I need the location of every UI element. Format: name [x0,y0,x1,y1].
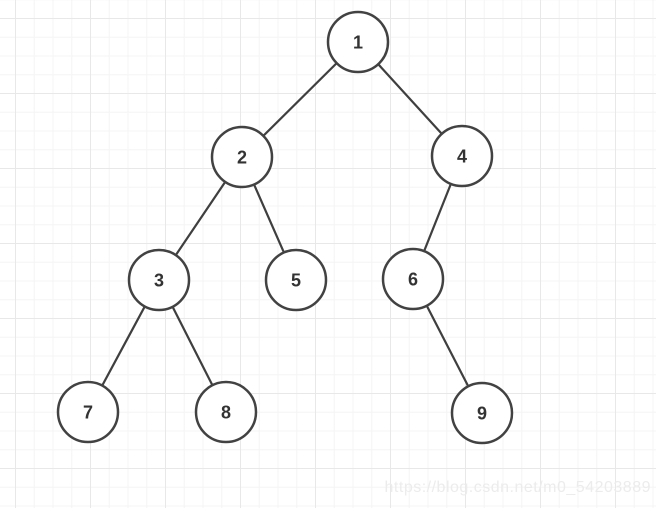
node-circle-2[interactable] [210,125,274,189]
edges-layer [86,40,484,415]
node-label-7: 7 [83,403,93,423]
node-label-9: 9 [477,404,487,424]
node-circle-9[interactable] [450,381,514,445]
node-circle-5[interactable] [264,248,328,312]
node-label-6: 6 [408,270,418,290]
tree-node-4[interactable]: 4 [430,124,494,188]
node-circle-8[interactable] [194,380,258,444]
tree-node-1[interactable]: 1 [326,10,390,74]
node-label-2: 2 [237,148,247,168]
node-circle-1[interactable] [326,10,390,74]
node-label-1: 1 [353,33,363,53]
tree-node-3[interactable]: 3 [127,248,191,312]
tree-node-6[interactable]: 6 [381,247,445,311]
node-circle-4[interactable] [430,124,494,188]
tree-node-2[interactable]: 2 [210,125,274,189]
node-circle-6[interactable] [381,247,445,311]
node-circle-3[interactable] [127,248,191,312]
node-label-8: 8 [221,403,231,423]
tree-node-9[interactable]: 9 [450,381,514,445]
node-circle-7[interactable] [56,380,120,444]
node-label-4: 4 [457,147,467,167]
tree-node-8[interactable]: 8 [194,380,258,444]
node-label-5: 5 [291,271,301,291]
node-label-3: 3 [154,271,164,291]
nodes-layer: 1 2 4 3 5 6 7 8 9 [56,10,514,445]
tree-node-7[interactable]: 7 [56,380,120,444]
tree-node-5[interactable]: 5 [264,248,328,312]
